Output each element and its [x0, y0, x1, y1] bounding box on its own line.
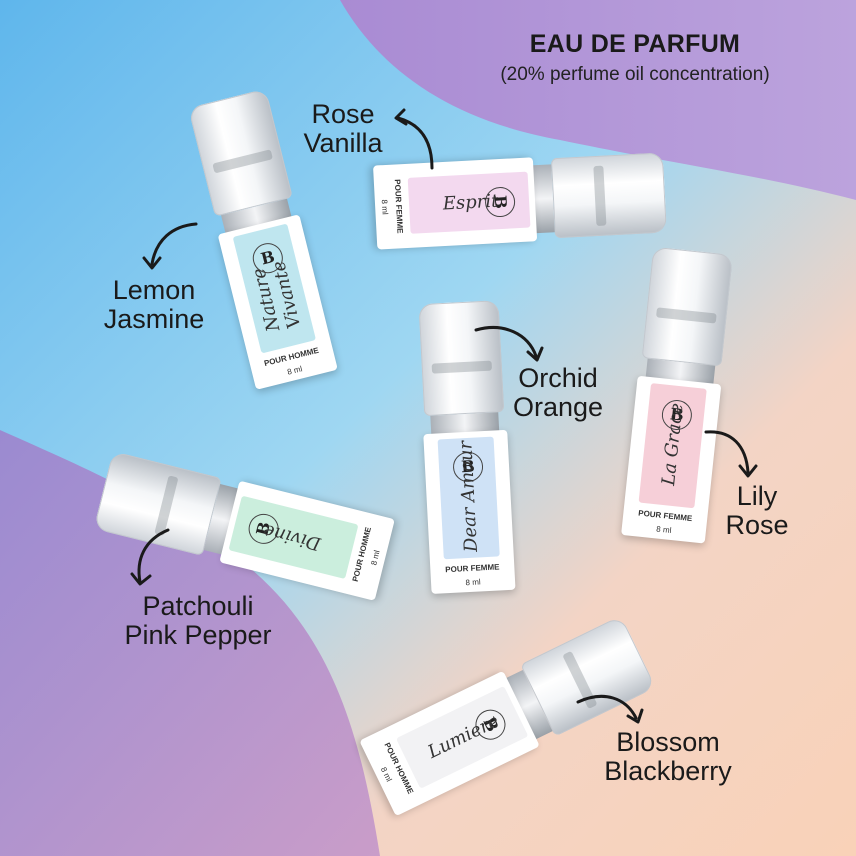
arrow-orchid-orange	[474, 326, 538, 358]
label-blossom-blackberry: Blossom Blackberry	[604, 727, 732, 786]
label-patchouli-pink-pepper: Patchouli Pink Pepper	[124, 591, 272, 650]
label-orchid-orange: Orchid Orange	[512, 363, 604, 422]
label-rose-vanilla: Rose Vanilla	[303, 99, 383, 158]
arrow-orchid-orange-head	[526, 346, 544, 362]
arrow-blossom-head	[626, 708, 644, 724]
arrow-lemon-jasmine-head	[142, 256, 162, 270]
arrow-rose-vanilla-head	[394, 108, 408, 126]
arrow-patchouli-head	[130, 572, 152, 586]
arrow-lily-rose	[704, 430, 750, 474]
page-title: EAU DE PARFUM	[529, 30, 741, 58]
arrow-rose-vanilla	[396, 116, 434, 170]
arrow-lily-rose-head	[738, 464, 758, 478]
arrow-blossom	[576, 694, 638, 720]
label-lily-rose: Lily Rose	[725, 481, 789, 540]
arrow-patchouli	[137, 528, 170, 584]
label-lemon-jasmine: Lemon Jasmine	[103, 275, 205, 334]
arrow-lemon-jasmine	[150, 222, 198, 266]
page-subtitle: (20% perfume oil concentration)	[500, 64, 770, 85]
